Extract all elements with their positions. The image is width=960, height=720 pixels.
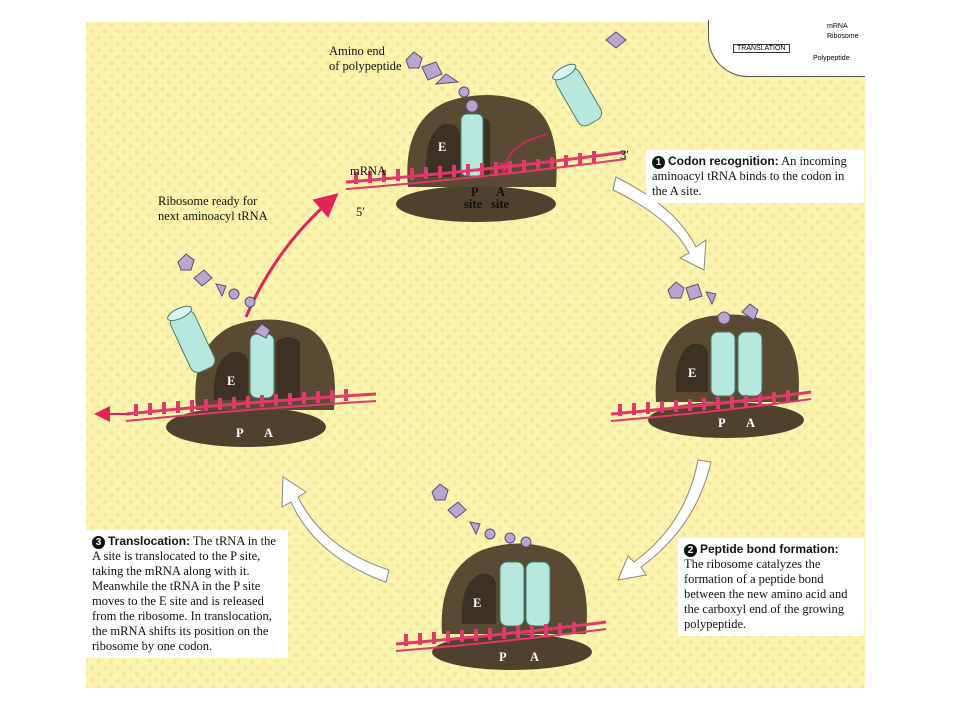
- step3-title: Translocation:: [108, 534, 191, 548]
- cycle-arrow-step2: [617, 459, 712, 581]
- five-prime-label: 5′: [356, 205, 365, 219]
- inset-translation-label: TRANSLATION: [733, 44, 790, 53]
- right-e-label: E: [688, 366, 697, 380]
- amino-end-label: Amino end of polypeptide: [329, 44, 402, 74]
- top-e-site-label: E: [438, 140, 447, 154]
- step1-number: 1: [652, 156, 665, 169]
- right-p-label: P: [718, 416, 726, 430]
- mrna-label: mRNA: [350, 164, 387, 178]
- step2-text: The ribosome catalyzes the formation of …: [684, 557, 848, 631]
- right-a-label: A: [746, 416, 756, 430]
- translation-figure: TRANSLATION mRNA Ribosome Polypeptide Am…: [86, 20, 865, 688]
- amino-end-line1: Amino end: [329, 44, 385, 58]
- left-e-label: E: [227, 374, 236, 388]
- top-a-label: A: [496, 185, 506, 199]
- bottom-p-label: P: [499, 650, 507, 664]
- top-a-site-word: site: [491, 197, 510, 211]
- ribosome-ready-label: Ribosome ready for next aminoacyl tRNA: [158, 194, 268, 224]
- three-prime-label: 3′: [620, 148, 629, 162]
- bottom-e-label: E: [473, 596, 482, 610]
- amino-end-line2: of polypeptide: [329, 59, 402, 73]
- inset-polypeptide-label: Polypeptide: [813, 55, 850, 62]
- cycle-arrow-step3: [281, 476, 390, 583]
- ready-line2: next aminoacyl tRNA: [158, 209, 268, 223]
- step2-number: 2: [684, 544, 697, 557]
- ready-line1: Ribosome ready for: [158, 194, 258, 208]
- step2-title: Peptide bond formation:: [700, 542, 839, 556]
- inset-ribosome-label: Ribosome: [827, 33, 859, 40]
- ribosome-top: [345, 31, 627, 222]
- bottom-a-label: A: [530, 650, 540, 664]
- left-p-label: P: [236, 426, 244, 440]
- top-p-label: P: [471, 185, 479, 199]
- step3-number: 3: [92, 536, 105, 549]
- ribosome-right: [610, 281, 812, 438]
- step1-text: An incoming aminoacyl tRNA binds to the …: [652, 154, 847, 198]
- step1-title: Codon recognition:: [668, 154, 779, 168]
- ribosome-left: [94, 253, 377, 447]
- step3-text: The tRNA in the A site is translocated t…: [92, 534, 276, 653]
- translation-inset: TRANSLATION mRNA Ribosome Polypeptide: [708, 20, 865, 77]
- top-p-site-word: site: [464, 197, 483, 211]
- left-a-label: A: [264, 426, 274, 440]
- inset-mrna-label: mRNA: [827, 23, 848, 30]
- ribosome-bottom: [395, 483, 607, 670]
